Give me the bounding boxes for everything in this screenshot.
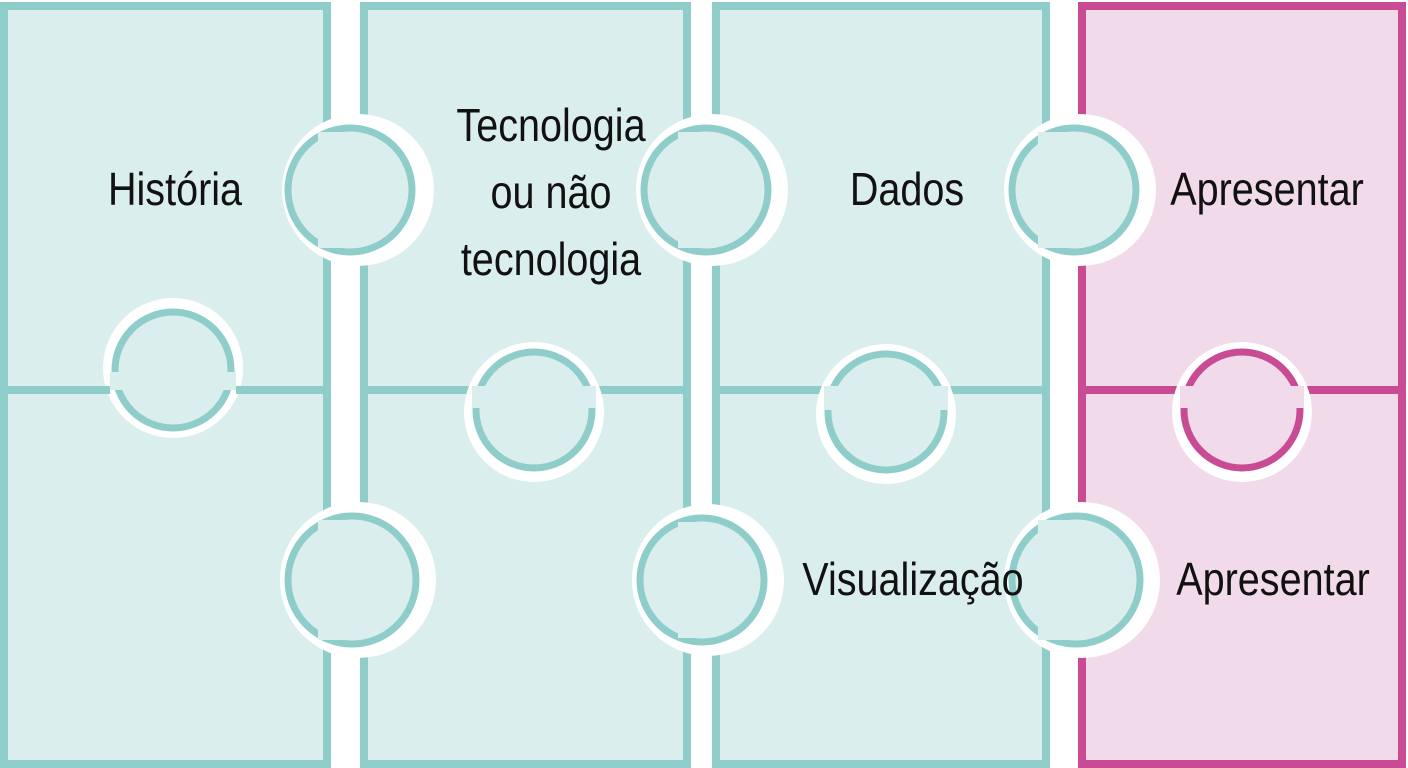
knob-r1-c1c2 <box>282 114 434 266</box>
knob-c4-down <box>1172 342 1312 482</box>
piece-label-apresentar-bottom: Apresentar <box>1176 553 1370 605</box>
knob-r1-c3c4 <box>1004 114 1156 266</box>
piece-label-dados: Dados <box>849 163 965 215</box>
piece-label-line: tecnologia <box>460 233 642 285</box>
piece-label-line: Tecnologia <box>456 99 646 151</box>
knob-r2-c2c3 <box>632 504 784 656</box>
piece-label-apresentar-top: Apresentar <box>1170 163 1364 215</box>
knob-c1-up <box>4 298 327 438</box>
piece-label-tecnologia: Tecnologia ou não tecnologia <box>435 92 667 293</box>
knob-r2-c1c2 <box>280 502 436 658</box>
piece-label-line: ou não <box>490 166 612 218</box>
piece-r2c1 <box>0 386 331 768</box>
knob-c2-down <box>464 342 604 482</box>
piece-label-visualizacao: Visualização <box>802 553 1024 605</box>
knob-r2-c3c4 <box>1004 502 1160 658</box>
knob-r1-c2c3 <box>636 114 788 266</box>
piece-label-historia: História <box>107 163 243 215</box>
knob-c3-down <box>816 344 956 484</box>
